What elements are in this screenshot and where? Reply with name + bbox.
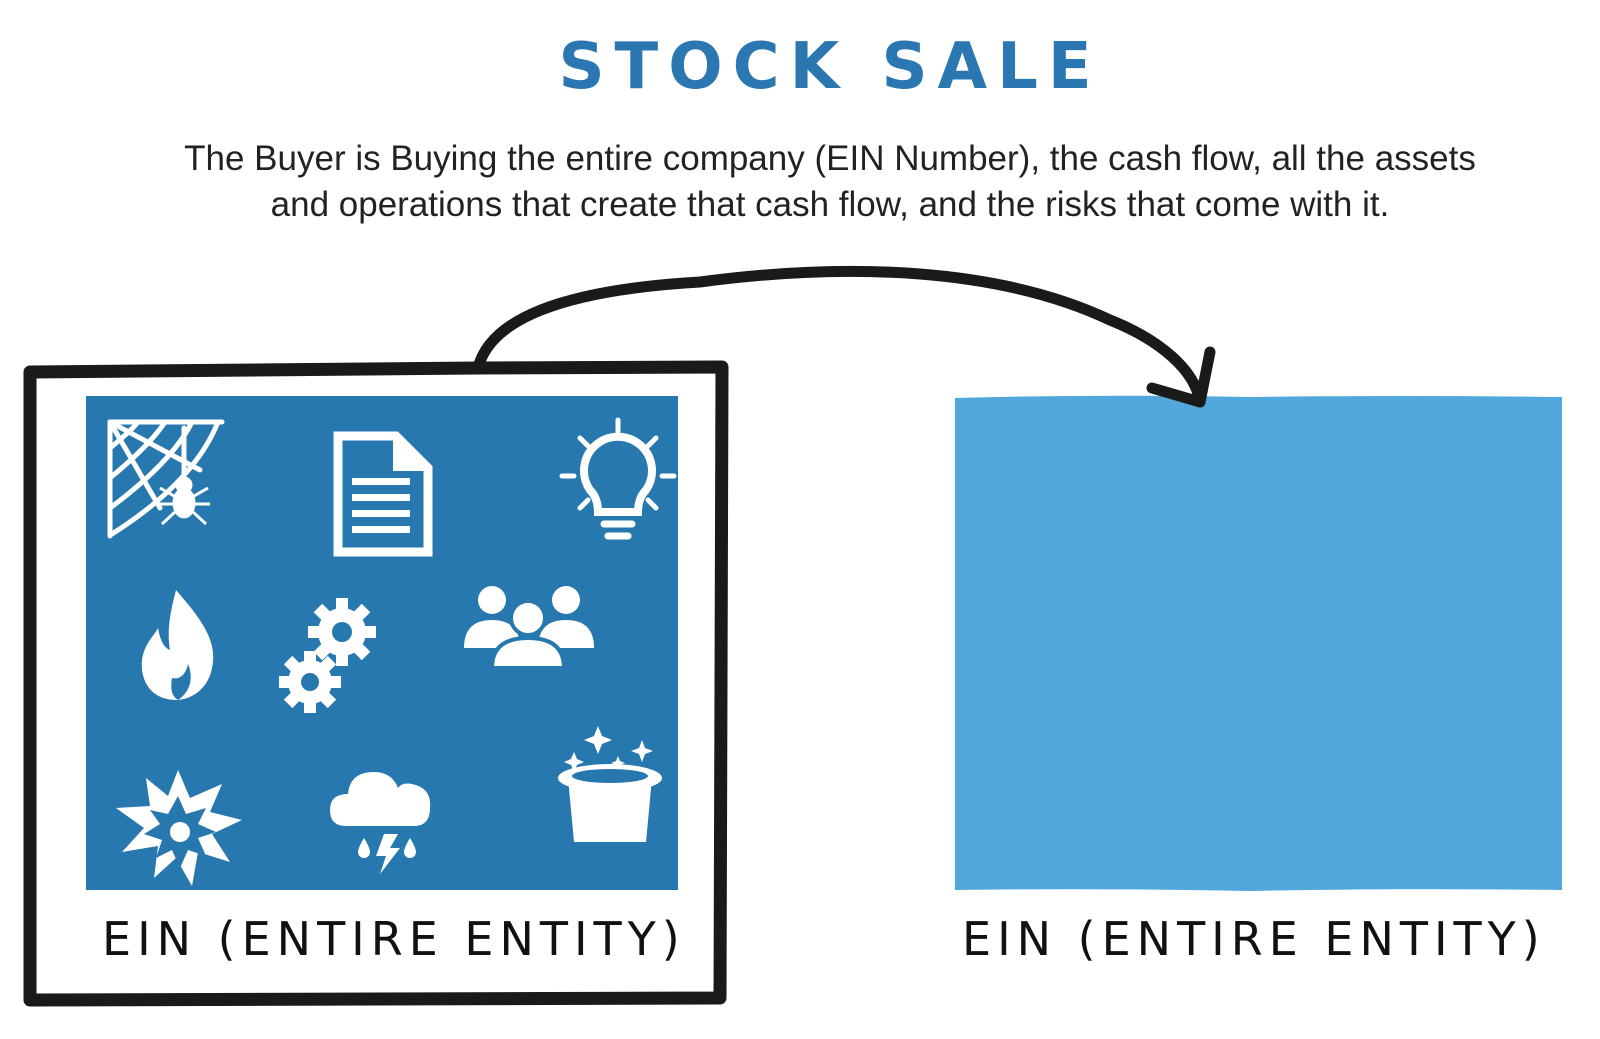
arrow-head [1146, 346, 1216, 408]
magic-hat-icon [558, 726, 662, 842]
description-line-2: and operations that create that cash flo… [270, 185, 1390, 224]
left-entity-label: EIN (ENTIRE ENTITY) [102, 912, 686, 966]
fire-icon [141, 590, 214, 700]
diagram-title: STOCK SALE [558, 30, 1102, 104]
gears-icon [279, 598, 376, 713]
lightbulb-icon [559, 417, 677, 540]
document-icon [333, 431, 433, 557]
people-icon [464, 586, 594, 670]
left-entity-frame [23, 360, 729, 1007]
diagram-description: The Buyer is Buying the entire company (… [110, 136, 1550, 228]
description-line-1: The Buyer is Buying the entire company (… [184, 139, 1476, 178]
right-entity-label: EIN (ENTIRE ENTITY) [962, 912, 1546, 966]
right-entity-box [955, 395, 1562, 891]
transfer-arrow [472, 265, 1206, 408]
explosion-icon [116, 770, 242, 886]
storm-cloud-icon [330, 772, 431, 874]
spider-icon [158, 476, 210, 526]
